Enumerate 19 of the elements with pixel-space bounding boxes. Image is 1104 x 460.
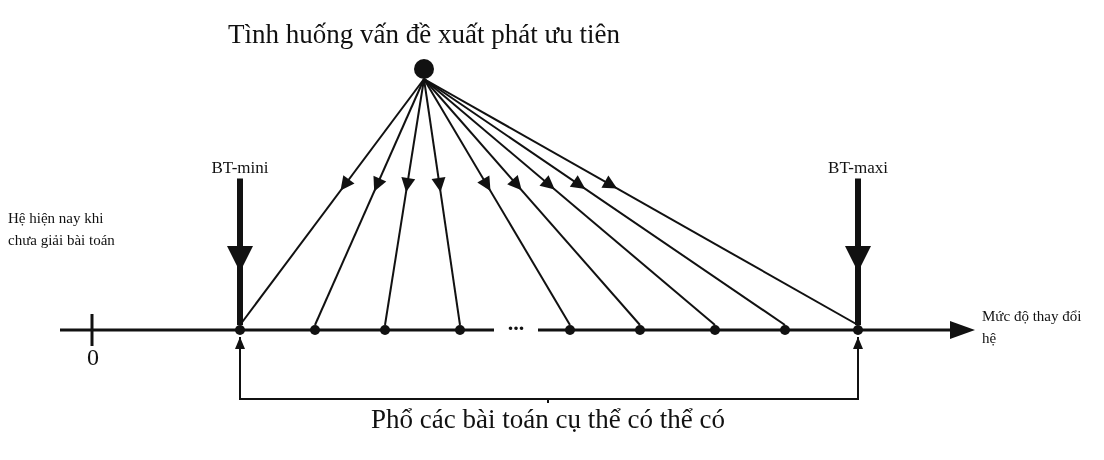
axis-point [635,325,645,335]
axis-point [853,325,863,335]
arrow [314,78,425,326]
axis-point [235,325,245,335]
thick-arrow [227,178,253,325]
axis-point [455,325,465,335]
axis-point [780,325,790,335]
axis-point [710,325,720,335]
axis-point [310,325,320,335]
axis-title: Mức độ thay đổi hệ [982,307,1082,348]
arrow [423,78,461,326]
axis-origin-note: Hệ hiện nay khi chưa giải bài toán [8,209,116,250]
axis-point [380,325,390,335]
arrow [423,78,716,326]
axis-point [565,325,575,335]
heading-text: Tình huống vấn đề xuất phát ưu tiên [228,18,620,51]
thick-arrow [845,178,871,325]
tick-label: 0 [86,343,100,372]
arrow [423,78,786,326]
